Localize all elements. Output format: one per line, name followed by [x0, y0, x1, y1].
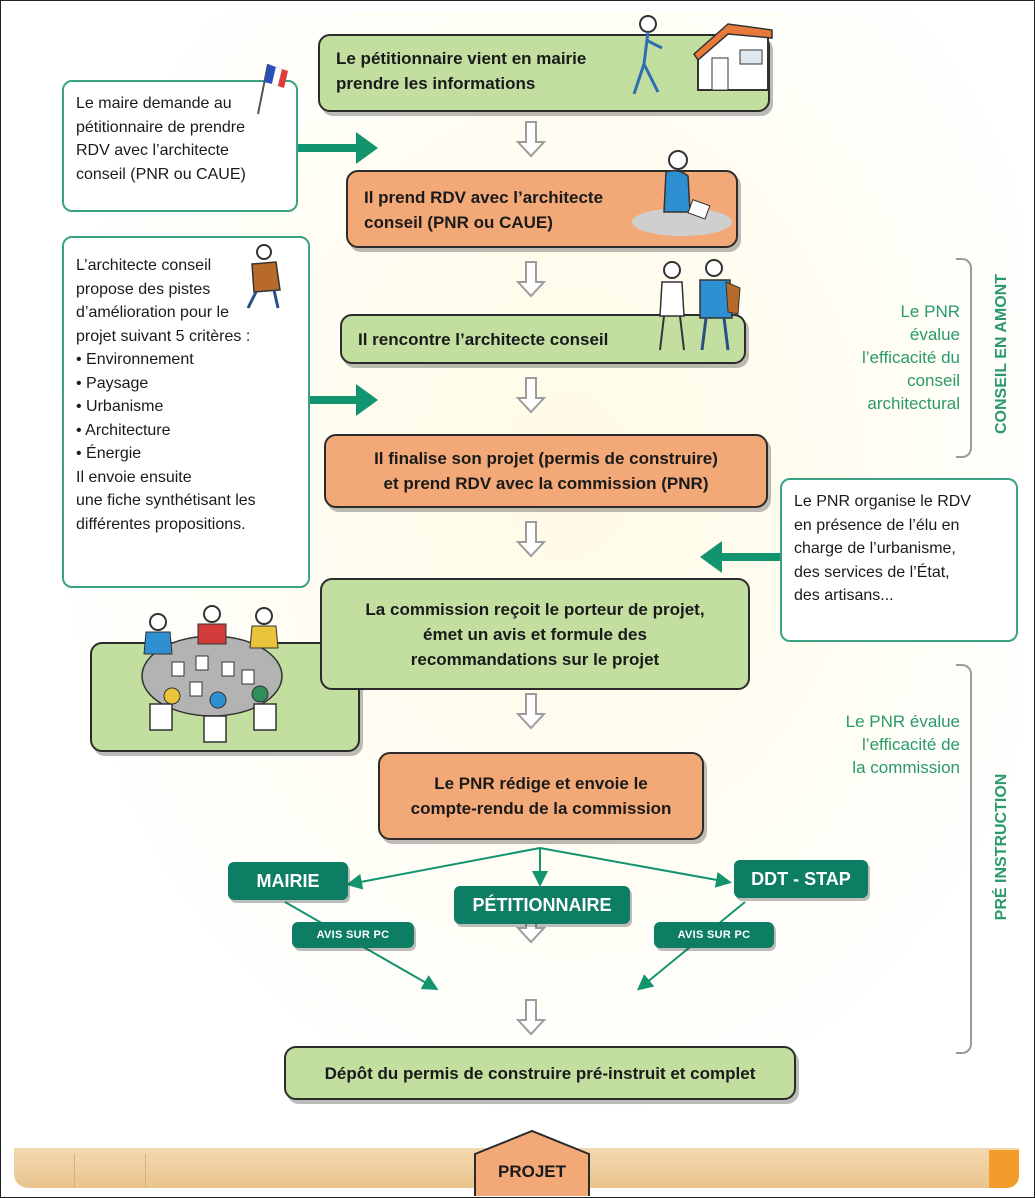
down-arrow-icon: [515, 999, 547, 1036]
note-line: projet suivant 5 critères :: [76, 327, 251, 345]
left-arrow-icon: [700, 541, 780, 573]
note-architecte: L’architecte conseil propose des pistes …: [62, 236, 310, 588]
down-arrow-icon: [515, 261, 547, 298]
step-text: compte-rendu de la commission: [410, 799, 672, 818]
note-line: charge de l’urbanisme,: [794, 540, 956, 557]
phase-label-conseil-en-amont: CONSEIL EN AMONT: [993, 274, 1010, 435]
eval-line: l’efficacité du: [862, 348, 960, 367]
step-text: Le pétitionnaire vient en mairie: [336, 49, 587, 68]
eval-line: conseil: [907, 371, 960, 390]
step-rencontre: Il rencontre l’architecte conseil: [340, 314, 746, 364]
note-line: Le maire demande au: [76, 95, 232, 112]
step-text: prendre les informations: [336, 74, 536, 93]
right-arrow-icon: [308, 384, 378, 416]
note-line: RDV avec l’architecte: [76, 142, 229, 159]
eval-line: Le PNR évalue: [845, 712, 960, 731]
round-table-commission-illustration: [141, 605, 283, 743]
badge-petitionnaire: PÉTITIONNAIRE: [454, 886, 630, 924]
right-arrow-icon: [298, 132, 378, 164]
note-line: • Environnement: [76, 351, 194, 368]
eval-line: évalue: [909, 325, 960, 344]
people-meeting-illustration: [659, 259, 741, 351]
person-phoning-illustration: [632, 150, 732, 236]
step-text: recommandations sur le projet: [410, 649, 660, 669]
note-line: • Architecture: [76, 421, 171, 439]
badge-ddt-stap: DDT - STAP: [734, 860, 868, 898]
step-commission: La commission reçoit le porteur de proje…: [320, 578, 750, 690]
note-line: • Énergie: [76, 445, 142, 462]
eval-conseil: Le PNR évalue l’efficacité du conseil ar…: [820, 300, 960, 415]
bracket-conseil: [956, 258, 972, 458]
architect-illustration: [246, 244, 281, 309]
badge-avis-left: AVIS SUR PC: [292, 922, 414, 948]
note-line: d’amélioration pour le: [76, 304, 229, 321]
step-text: conseil (PNR ou CAUE): [364, 213, 553, 232]
step-finalise-projet: Il finalise son projet (permis de constr…: [324, 434, 768, 508]
eval-line: architectural: [867, 394, 960, 413]
eval-commission: Le PNR évalue l’efficacité de la commiss…: [810, 710, 960, 779]
note-line: Le PNR organise le RDV: [794, 493, 971, 510]
note-line: propose des pistes: [76, 280, 211, 298]
step-visit-mairie: Le pétitionnaire vient en mairie prendre…: [318, 34, 770, 112]
note-line: différentes propositions.: [76, 515, 246, 533]
bottom-orange-tab: [989, 1150, 1019, 1188]
note-line: L’architecte conseil: [76, 257, 212, 274]
note-line: conseil (PNR ou CAUE): [76, 165, 246, 183]
step-text: La commission reçoit le porteur de proje…: [365, 599, 705, 619]
note-pnr-organise: Le PNR organise le RDV en présence de l’…: [780, 478, 1018, 642]
eval-line: Le PNR: [900, 302, 960, 321]
note-line: en présence de l’élu en: [794, 516, 960, 534]
step-text: Il finalise son projet (permis de constr…: [374, 449, 718, 468]
step-text: Il rencontre l’architecte conseil: [358, 330, 609, 349]
step-text: Il prend RDV avec l’architecte: [364, 188, 604, 207]
down-arrow-icon: [515, 693, 547, 730]
step-compte-rendu: Le PNR rédige et envoie le compte-rendu …: [378, 752, 704, 840]
step-text: émet un avis et formule des: [423, 624, 647, 644]
note-line: une fiche synthétisant les: [76, 492, 256, 509]
badge-avis-right: AVIS SUR PC: [654, 922, 774, 948]
note-line: des services de l’État,: [794, 563, 950, 581]
step-text: Le PNR rédige et envoie le: [434, 774, 648, 793]
down-arrow-icon: [515, 121, 547, 158]
note-line: Il envoie ensuite: [76, 468, 192, 486]
phase-label-pre-instruction: PRÉ INSTRUCTION: [993, 773, 1010, 921]
note-line: pétitionnaire de prendre: [76, 118, 246, 136]
note-line: • Paysage: [76, 374, 149, 392]
step-text: Dépôt du permis de construire pré-instru…: [324, 1063, 756, 1083]
note-line: des artisans...: [794, 587, 894, 604]
teal-arrows: [298, 132, 780, 573]
down-arrow-icon: [515, 377, 547, 414]
note-maire: Le maire demande au pétitionnaire de pre…: [62, 80, 298, 212]
projet-house-shape: [474, 1129, 590, 1196]
eval-line: l’efficacité de: [862, 735, 960, 754]
badge-mairie: MAIRIE: [228, 862, 348, 900]
down-arrow-icon: [515, 521, 547, 558]
french-flag-icon: [257, 63, 288, 115]
eval-line: la commission: [852, 758, 960, 777]
bracket-preinstruction: [956, 664, 972, 1054]
note-line: • Urbanisme: [76, 398, 164, 415]
down-arrows: [515, 121, 547, 1036]
projet-label: PROJET: [497, 1162, 567, 1181]
step-text: et prend RDV avec la commission (PNR): [383, 474, 709, 493]
house-illustration: [632, 15, 773, 95]
step-depot-permis: Dépôt du permis de construire pré-instru…: [284, 1046, 796, 1100]
